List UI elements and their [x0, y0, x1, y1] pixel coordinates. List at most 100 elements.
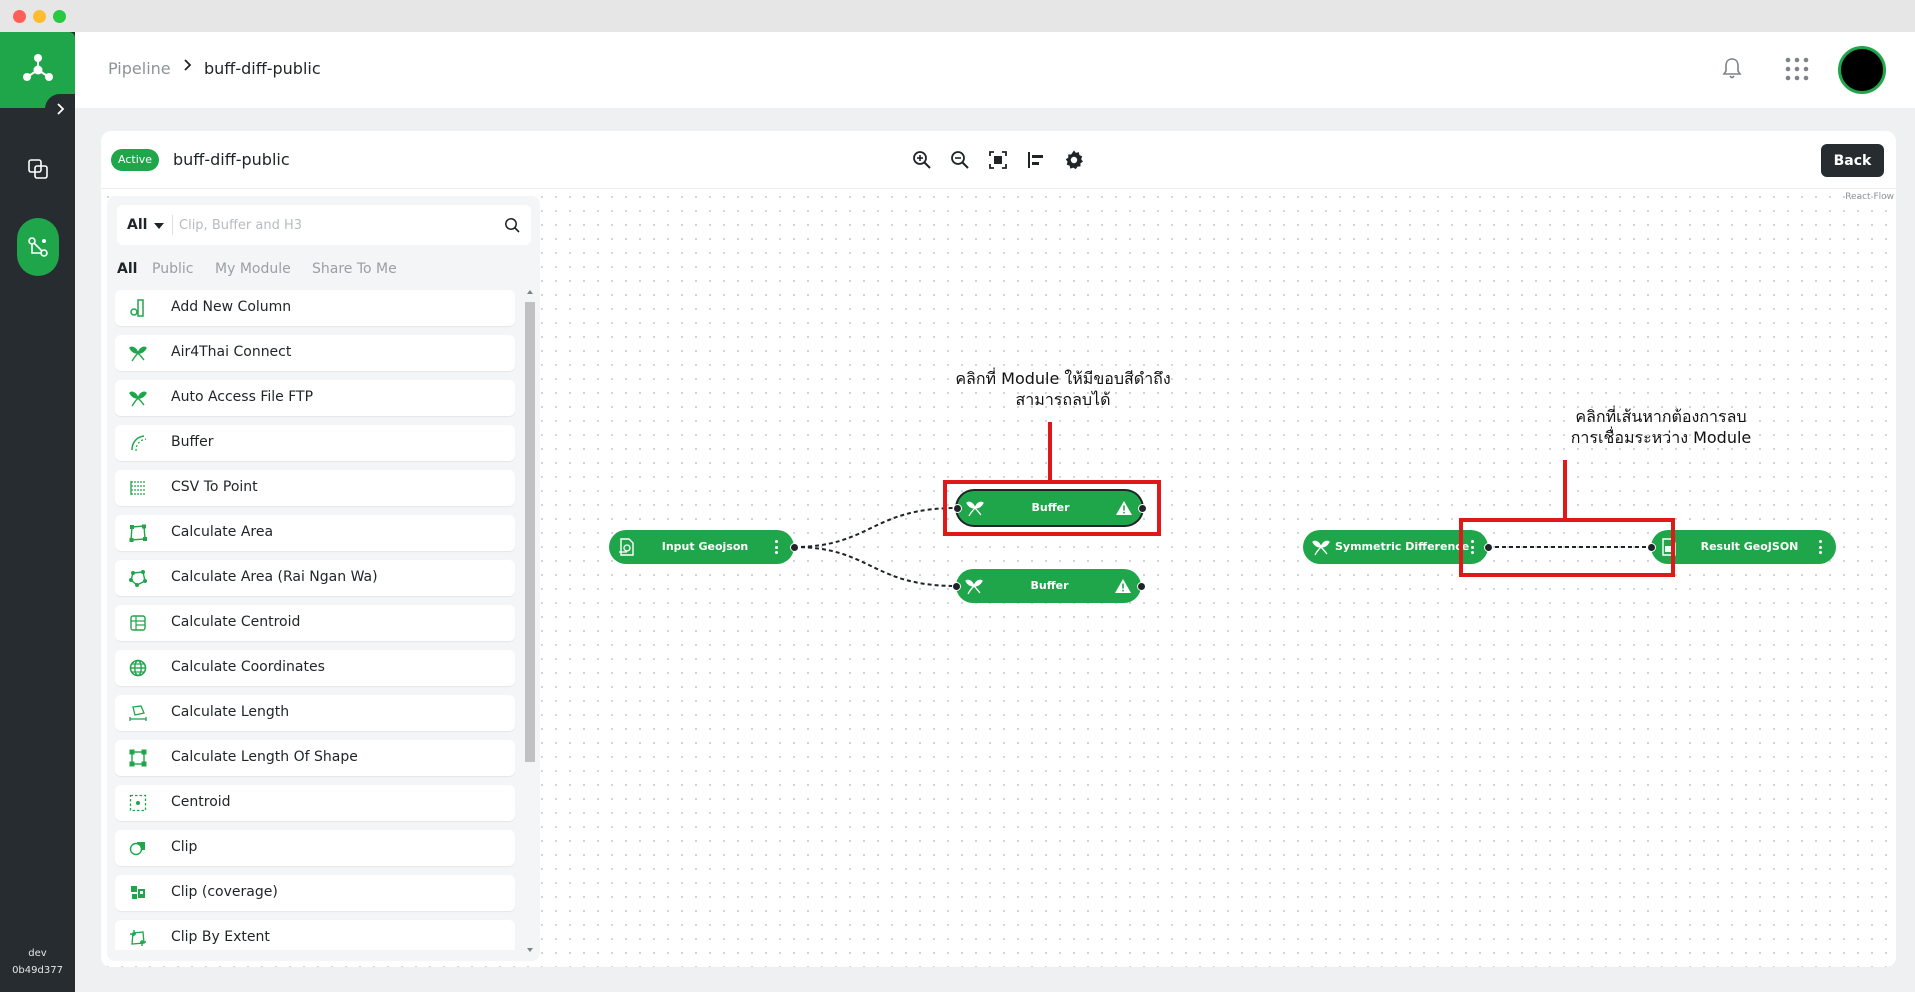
area-icon	[129, 524, 147, 542]
scroll-down-arrow-icon[interactable]	[527, 948, 533, 952]
node-input-handle[interactable]	[1647, 543, 1656, 552]
align-button[interactable]	[1025, 149, 1047, 171]
search-icon[interactable]	[504, 217, 520, 233]
settings-icon	[1065, 150, 1083, 170]
module-item-add-new-column[interactable]: Add New Column	[115, 290, 515, 326]
user-avatar[interactable]	[1838, 46, 1886, 94]
node-menu-kebab-icon[interactable]	[1815, 538, 1825, 556]
module-item-clip-by-extent[interactable]: Clip By Extent	[115, 920, 515, 950]
caret-down-icon[interactable]	[154, 223, 164, 229]
module-item-auto-access-file-ftp[interactable]: Auto Access File FTP	[115, 380, 515, 416]
app-logo[interactable]	[0, 32, 75, 108]
back-button[interactable]: Back	[1821, 144, 1884, 177]
node-output-handle[interactable]	[790, 543, 799, 552]
zoom-out-button[interactable]	[949, 149, 971, 171]
pipeline-icon	[28, 237, 48, 257]
node-output-handle[interactable]	[1137, 582, 1146, 591]
tab-my-module[interactable]: My Module	[215, 261, 291, 277]
module-item-clip[interactable]: Clip	[115, 830, 515, 866]
tab-all[interactable]: All	[117, 261, 138, 277]
filter-dropdown[interactable]: All	[127, 217, 148, 233]
zoom-in-button[interactable]	[911, 149, 933, 171]
settings-button[interactable]	[1063, 149, 1085, 171]
node-label: Symmetric Difference	[1335, 540, 1470, 553]
module-item-calculate-coordinates[interactable]: Calculate Coordinates	[115, 650, 515, 686]
annotation-line: สามารถลบได้	[1015, 390, 1111, 409]
module-label: CSV To Point	[171, 479, 258, 495]
align-left-icon	[1028, 152, 1043, 168]
leaf-icon	[965, 579, 983, 595]
module-item-calculate-length[interactable]: Calculate Length	[115, 695, 515, 731]
module-item-calculate-area-rai[interactable]: Calculate Area (Rai Ngan Wa)	[115, 560, 515, 596]
module-item-calculate-area[interactable]: Calculate Area	[115, 515, 515, 551]
fit-view-button[interactable]	[987, 149, 1009, 171]
status-badge: Active	[111, 149, 160, 171]
annotation-pointer-line	[1048, 422, 1052, 480]
module-list-scrollbar[interactable]	[525, 290, 535, 952]
window-close-button[interactable]	[13, 10, 26, 23]
sidebar-item-layers[interactable]	[17, 140, 59, 198]
window-maximize-button[interactable]	[53, 10, 66, 23]
node-label: Result GeoJSON	[1700, 540, 1799, 553]
module-item-clip-coverage[interactable]: Clip (coverage)	[115, 875, 515, 911]
module-item-csv-to-point[interactable]: CSV To Point	[115, 470, 515, 506]
node-buffer-bottom[interactable]: Buffer	[956, 569, 1141, 603]
breadcrumb-pipeline[interactable]: Pipeline	[108, 59, 171, 78]
breadcrumb-current: buff-diff-public	[204, 59, 321, 78]
node-label: Input Geojson	[661, 540, 749, 553]
annotation-module-note: คลิกที่ Module ให้มีขอบสีดำถึง สามารถลบไ…	[913, 368, 1213, 410]
leaf-icon	[1312, 540, 1330, 556]
node-output-handle[interactable]	[1138, 504, 1147, 513]
bell-icon[interactable]	[1721, 56, 1743, 80]
node-label: Buffer	[1031, 501, 1070, 514]
module-search-input[interactable]	[179, 214, 489, 236]
centroid-icon	[129, 794, 147, 812]
edge-input-to-buffer-top[interactable]	[793, 507, 958, 548]
module-label: Centroid	[171, 794, 231, 810]
module-label: Calculate Coordinates	[171, 659, 325, 675]
apps-grid-icon[interactable]	[1785, 57, 1809, 81]
flow-canvas[interactable]: React Flow All All Public My Module Shar…	[101, 190, 1896, 967]
flow-edges	[793, 507, 1651, 587]
scrollbar-thumb[interactable]	[525, 302, 535, 762]
chevron-right-icon	[184, 59, 192, 71]
window-titlebar	[0, 0, 1915, 32]
module-label: Buffer	[171, 434, 214, 450]
scroll-up-arrow-icon[interactable]	[527, 290, 533, 294]
tab-public[interactable]: Public	[152, 261, 194, 277]
node-input-handle[interactable]	[952, 582, 961, 591]
node-input-handle[interactable]	[953, 504, 962, 513]
node-result-geojson[interactable]: Result GeoJSON	[1651, 530, 1836, 564]
sidebar-item-pipeline[interactable]	[17, 218, 59, 276]
module-item-air4thai-connect[interactable]: Air4Thai Connect	[115, 335, 515, 371]
react-flow-attribution[interactable]: React Flow	[1845, 192, 1894, 202]
module-item-centroid[interactable]: Centroid	[115, 785, 515, 821]
node-output-handle[interactable]	[1484, 543, 1493, 552]
module-label: Clip	[171, 839, 198, 855]
module-item-calculate-length-of-shape[interactable]: Calculate Length Of Shape	[115, 740, 515, 776]
network-logo-icon	[23, 54, 53, 81]
edge-input-to-buffer-bottom[interactable]	[793, 546, 957, 587]
clip-icon	[129, 842, 145, 856]
annotation-highlight-box	[1459, 518, 1675, 577]
module-search-bar: All	[117, 205, 531, 245]
tab-share-to-me[interactable]: Share To Me	[312, 261, 397, 277]
node-menu-kebab-icon[interactable]	[771, 538, 781, 556]
module-panel: All All Public My Module Share To Me Add	[107, 196, 540, 961]
pipeline-editor-card: Active buff-diff-public	[101, 131, 1896, 967]
node-menu-kebab-icon[interactable]	[1467, 538, 1477, 556]
geojson-file-icon	[619, 538, 634, 556]
sidebar-expand-button[interactable]	[45, 94, 75, 124]
top-header: Pipeline buff-diff-public	[75, 32, 1915, 108]
module-item-buffer[interactable]: Buffer	[115, 425, 515, 461]
node-buffer-top[interactable]: Buffer	[957, 491, 1142, 525]
annotation-highlight-box	[943, 480, 1161, 536]
node-symmetric-difference[interactable]: Symmetric Difference	[1303, 530, 1488, 564]
sidebar: dev 0b49d377	[0, 32, 75, 992]
chevron-right-icon	[57, 103, 65, 115]
node-input-geojson[interactable]: Input Geojson	[609, 530, 794, 564]
window-minimize-button[interactable]	[33, 10, 46, 23]
module-label: Air4Thai Connect	[171, 344, 292, 360]
module-item-calculate-centroid[interactable]: Calculate Centroid	[115, 605, 515, 641]
buffer-icon	[131, 435, 147, 452]
